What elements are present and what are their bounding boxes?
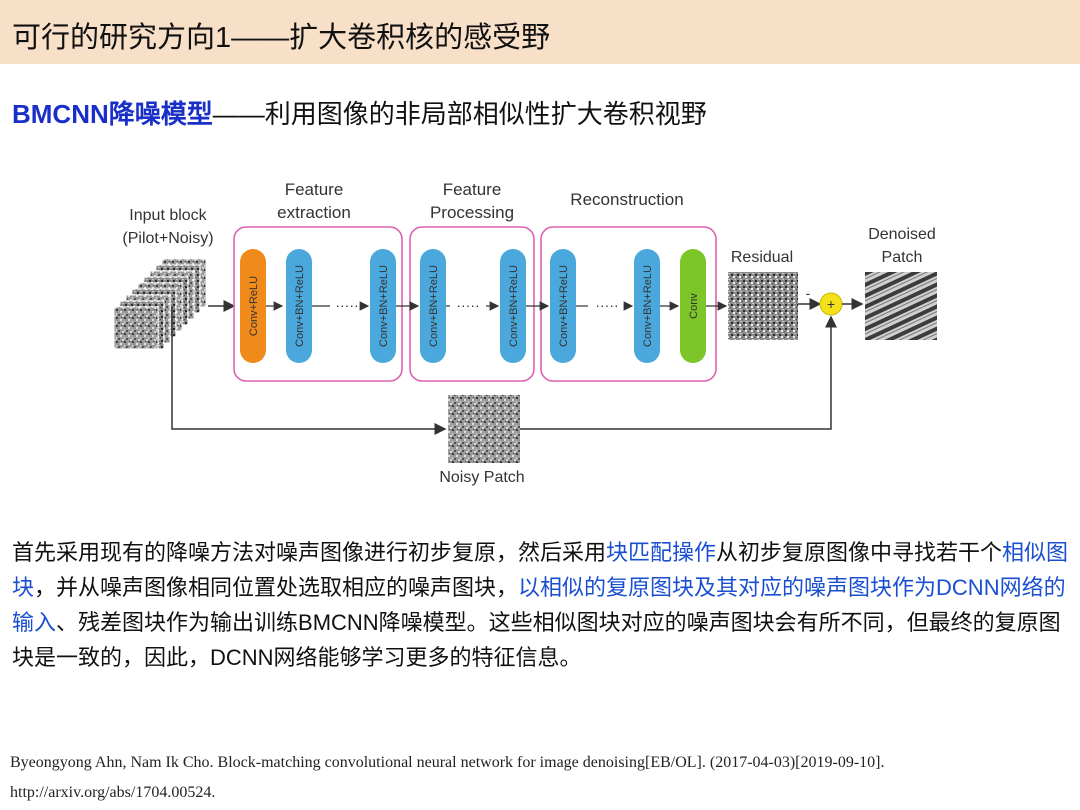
reference: Byeongyong Ahn, Nam Ik Cho. Block-matchi… <box>10 748 1070 808</box>
layer-conv-relu: Conv+ReLU <box>240 249 266 363</box>
layer-conv-bn-relu-1: Conv+BN+ReLU <box>286 249 312 363</box>
reference-url: http://arxiv.org/abs/1704.00524. <box>10 784 216 801</box>
bmcnn-diagram: Feature extraction Feature Processing Re… <box>113 180 937 486</box>
para-segment-1: 首先采用现有的降噪方法对噪声图像进行初步复原，然后采用 <box>12 540 607 565</box>
input-block-stack <box>113 258 207 350</box>
para-network-input: 以相似的复原图块及其对应的噪声图块作为DCNN网络的输入 <box>12 575 1066 635</box>
reference-line-1: Byeongyong Ahn, Nam Ik Cho. Block-matchi… <box>10 754 885 771</box>
page-title: 可行的研究方向1——扩大卷积核的感受野 <box>12 22 551 54</box>
description-paragraph: 首先采用现有的降噪方法对噪声图像进行初步复原，然后采用块匹配操作从初步复原图像中… <box>12 535 1072 675</box>
residual-label: Residual <box>731 249 793 266</box>
ellipsis-1: ····· <box>335 297 358 313</box>
noisy-patch-label: Noisy Patch <box>439 469 524 486</box>
stage-reconstruction-label: Reconstruction <box>570 190 683 209</box>
layer-conv-bn-relu-5: Conv+BN+ReLU <box>550 249 576 363</box>
stage-feature-label-2: extraction <box>277 203 351 222</box>
ellipsis-3: ····· <box>595 297 618 313</box>
layer-conv-bn-relu-6: Conv+BN+ReLU <box>634 249 660 363</box>
stage-box-feature-extraction <box>233 226 403 382</box>
plus-sign: + <box>827 296 835 312</box>
subtitle-highlight: BMCNN降噪模型 <box>12 99 213 129</box>
layer-conv-bn-relu-4: Conv+BN+ReLU <box>500 249 526 363</box>
subtitle: BMCNN降噪模型——利用图像的非局部相似性扩大卷积视野 <box>12 94 707 131</box>
svg-text:Conv+BN+ReLU: Conv+BN+ReLU <box>428 265 440 347</box>
ellipsis-2: ····· <box>456 297 479 313</box>
stage-feature-label-1: Feature <box>285 180 344 199</box>
denoised-patch <box>865 272 937 340</box>
subtitle-rest: ——利用图像的非局部相似性扩大卷积视野 <box>212 99 707 129</box>
para-similar-patches: 相似图块 <box>12 540 1069 600</box>
output-label-1: Denoised <box>868 226 936 243</box>
input-label-2: (Pilot+Noisy) <box>122 230 213 247</box>
svg-text:Conv+BN+ReLU: Conv+BN+ReLU <box>558 265 570 347</box>
svg-text:Conv+ReLU: Conv+ReLU <box>248 276 260 336</box>
svg-text:Conv: Conv <box>688 293 700 319</box>
svg-text:Conv+BN+ReLU: Conv+BN+ReLU <box>508 265 520 347</box>
title-bar: 可行的研究方向1——扩大卷积核的感受野 <box>0 0 1080 64</box>
stage-processing-label-2: Processing <box>430 203 514 222</box>
svg-text:Conv+BN+ReLU: Conv+BN+ReLU <box>378 265 390 347</box>
output-label-2: Patch <box>882 249 923 266</box>
para-segment-3: 从初步复原图像中寻找若干个 <box>716 540 1003 565</box>
layer-conv-bn-relu-2: Conv+BN+ReLU <box>370 249 396 363</box>
stage-processing-label-1: Feature <box>443 180 502 199</box>
svg-text:Conv+BN+ReLU: Conv+BN+ReLU <box>642 265 654 347</box>
layer-conv: Conv <box>680 249 706 363</box>
layer-conv-bn-relu-3: Conv+BN+ReLU <box>420 249 446 363</box>
residual-patch <box>728 272 798 340</box>
para-segment-7: 、残差图块作为输出训练BMCNN降噪模型。这些相似图块对应的噪声图块会有所不同，… <box>12 610 1061 670</box>
para-segment-5: ，并从噪声图像相同位置处选取相应的噪声图块， <box>34 575 519 600</box>
input-label-1: Input block <box>129 207 207 224</box>
svg-text:Conv+BN+ReLU: Conv+BN+ReLU <box>294 265 306 347</box>
noisy-patch <box>448 395 520 463</box>
minus-sign: - <box>806 285 811 301</box>
para-block-matching: 块匹配操作 <box>606 540 717 565</box>
